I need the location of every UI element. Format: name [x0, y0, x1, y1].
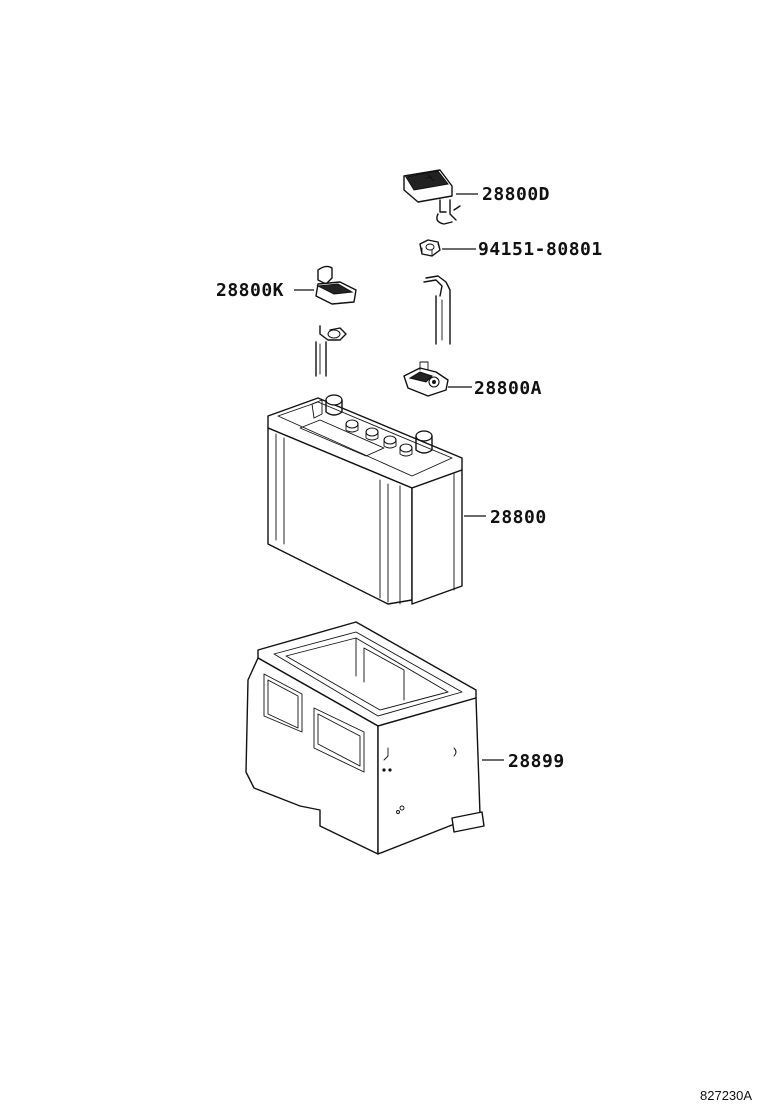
nut-94151-80801: [419, 239, 441, 257]
battery-tray-28899: [245, 621, 485, 855]
battery-28800: [267, 394, 463, 605]
label-28800K: 28800K: [216, 280, 284, 301]
label-28800D: 28800D: [482, 184, 550, 205]
label-28800A: 28800A: [474, 378, 542, 399]
label-28800: 28800: [490, 507, 547, 528]
battery-post-positive: [415, 430, 433, 454]
label-94151-80801: 94151-80801: [478, 239, 603, 260]
battery-vent-caps: [345, 419, 413, 457]
label-28899: 28899: [508, 751, 565, 772]
positive-cable: [423, 275, 451, 345]
negative-cable: [315, 325, 347, 377]
figure-reference: 827230A: [700, 1088, 752, 1103]
clamp-28800A: [403, 361, 449, 397]
battery-post-negative: [311, 394, 343, 419]
terminal-cover-28800D: [403, 169, 461, 225]
negative-terminal-28800K: [315, 265, 357, 305]
